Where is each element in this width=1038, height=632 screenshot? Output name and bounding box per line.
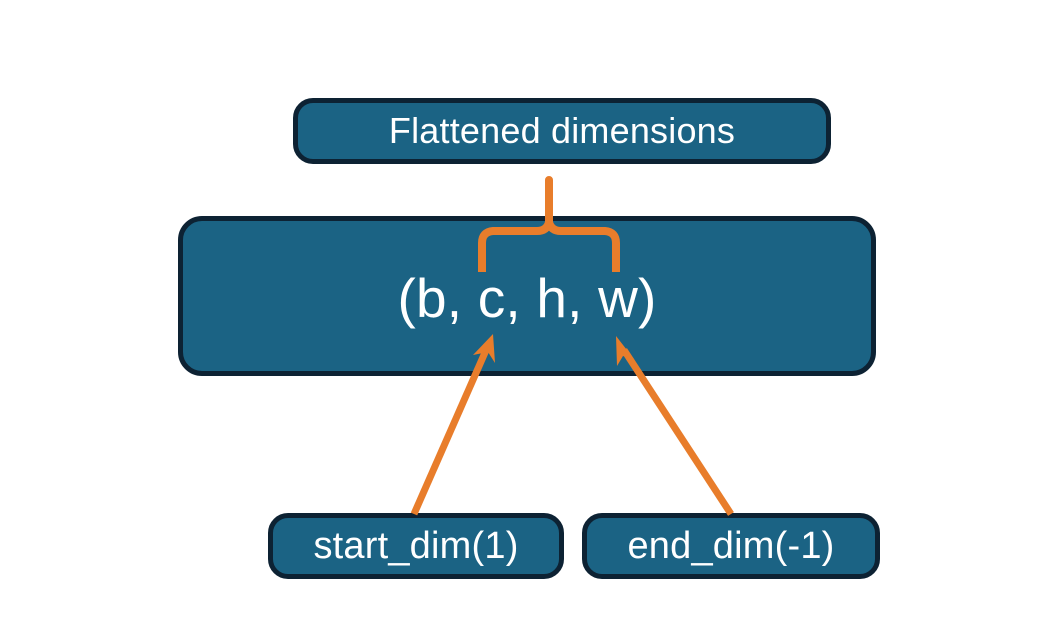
flattened-dimensions-box[interactable]: Flattened dimensions	[293, 98, 831, 164]
start-dim-label: start_dim(1)	[313, 525, 519, 567]
end-dim-label: end_dim(-1)	[627, 525, 835, 567]
tensor-shape-box[interactable]: (b, c, h, w)	[178, 216, 876, 376]
tensor-shape-label: (b, c, h, w)	[397, 266, 657, 329]
flattened-dimensions-label: Flattened dimensions	[388, 110, 736, 151]
end-dim-box[interactable]: end_dim(-1)	[582, 513, 880, 579]
start-dim-box[interactable]: start_dim(1)	[268, 513, 564, 579]
